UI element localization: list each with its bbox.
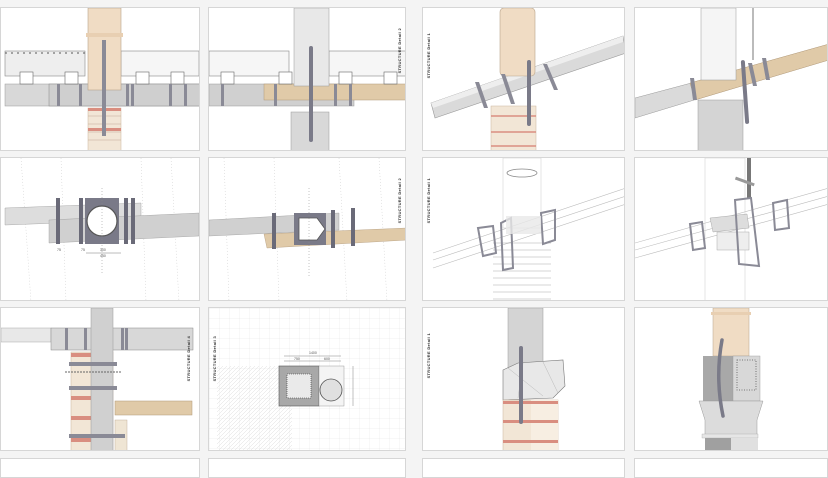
panel-row4-4[interactable] (634, 458, 828, 478)
panel-label: STRUCTURE Detail 4 (186, 336, 191, 382)
drawing-exploded-1 (432, 158, 624, 300)
panel-elevation-concrete-timber[interactable]: STRUCTURE Detail 2 (208, 7, 406, 151)
drawing-exploded-2 (635, 158, 827, 300)
dimension-label: 450 (100, 254, 106, 258)
panel-axo-stone-steel[interactable]: STRUCTURE Detail 1 (422, 7, 625, 151)
panel-row4-2[interactable] (208, 458, 406, 478)
panel-label: STRUCTURE Detail 1 (426, 333, 431, 379)
panel-elevation-rubble-capital[interactable]: STRUCTURE Detail 1 (422, 307, 625, 451)
panel-row4-3[interactable] (422, 458, 625, 478)
drawing-plan-1 (4, 158, 199, 300)
panel-elevation-pedestal[interactable] (634, 307, 828, 451)
panel-exploded-concrete[interactable] (634, 157, 828, 301)
drawing-plan-2 (209, 158, 405, 300)
dimension-label: 600 (324, 357, 330, 361)
panel-label: STRUCTURE Detail 3 (212, 336, 217, 382)
panel-label: STRUCTURE Detail 1 (426, 33, 431, 79)
panel-elevation-banded-column[interactable]: STRUCTURE Detail 4 (0, 307, 200, 451)
drawing-axo-2 (635, 8, 827, 150)
drawing-elevation-4 (502, 308, 566, 450)
drawing-elevation-3 (1, 308, 194, 450)
dimension-label: 1400 (309, 351, 317, 355)
panel-label: STRUCTURE Detail 2 (397, 178, 402, 224)
panel-plan-circular[interactable]: 75 75 300 450 STRUCTURE Detail 1 (0, 157, 200, 301)
panel-label: STRUCTURE Detail 2 (397, 28, 402, 74)
drawing-elevation-1 (4, 8, 199, 150)
panel-plan-pointed[interactable]: STRUCTURE Detail 2 (208, 157, 406, 301)
drawing-plan-3 (209, 308, 405, 450)
drawing-elevation-2 (209, 8, 405, 150)
dimension-label: 75 (57, 248, 61, 252)
dimension-label: 750 (294, 357, 300, 361)
panel-axo-concrete-timber[interactable] (634, 7, 828, 151)
drawing-axo-1 (430, 8, 624, 150)
panel-row4-1[interactable] (0, 458, 200, 478)
dimension-label: 75 (81, 248, 85, 252)
panel-elevation-stone-brick[interactable] (0, 7, 200, 151)
panel-exploded-brick[interactable]: STRUCTURE Detail 1 (422, 157, 625, 301)
drawing-elevation-5 (698, 308, 764, 450)
panel-label: STRUCTURE Detail 1 (426, 178, 431, 224)
dimension-label: 300 (100, 248, 106, 252)
panel-plan-paving[interactable]: 1400 750 600 STRUCTURE Detail 3 (208, 307, 406, 451)
